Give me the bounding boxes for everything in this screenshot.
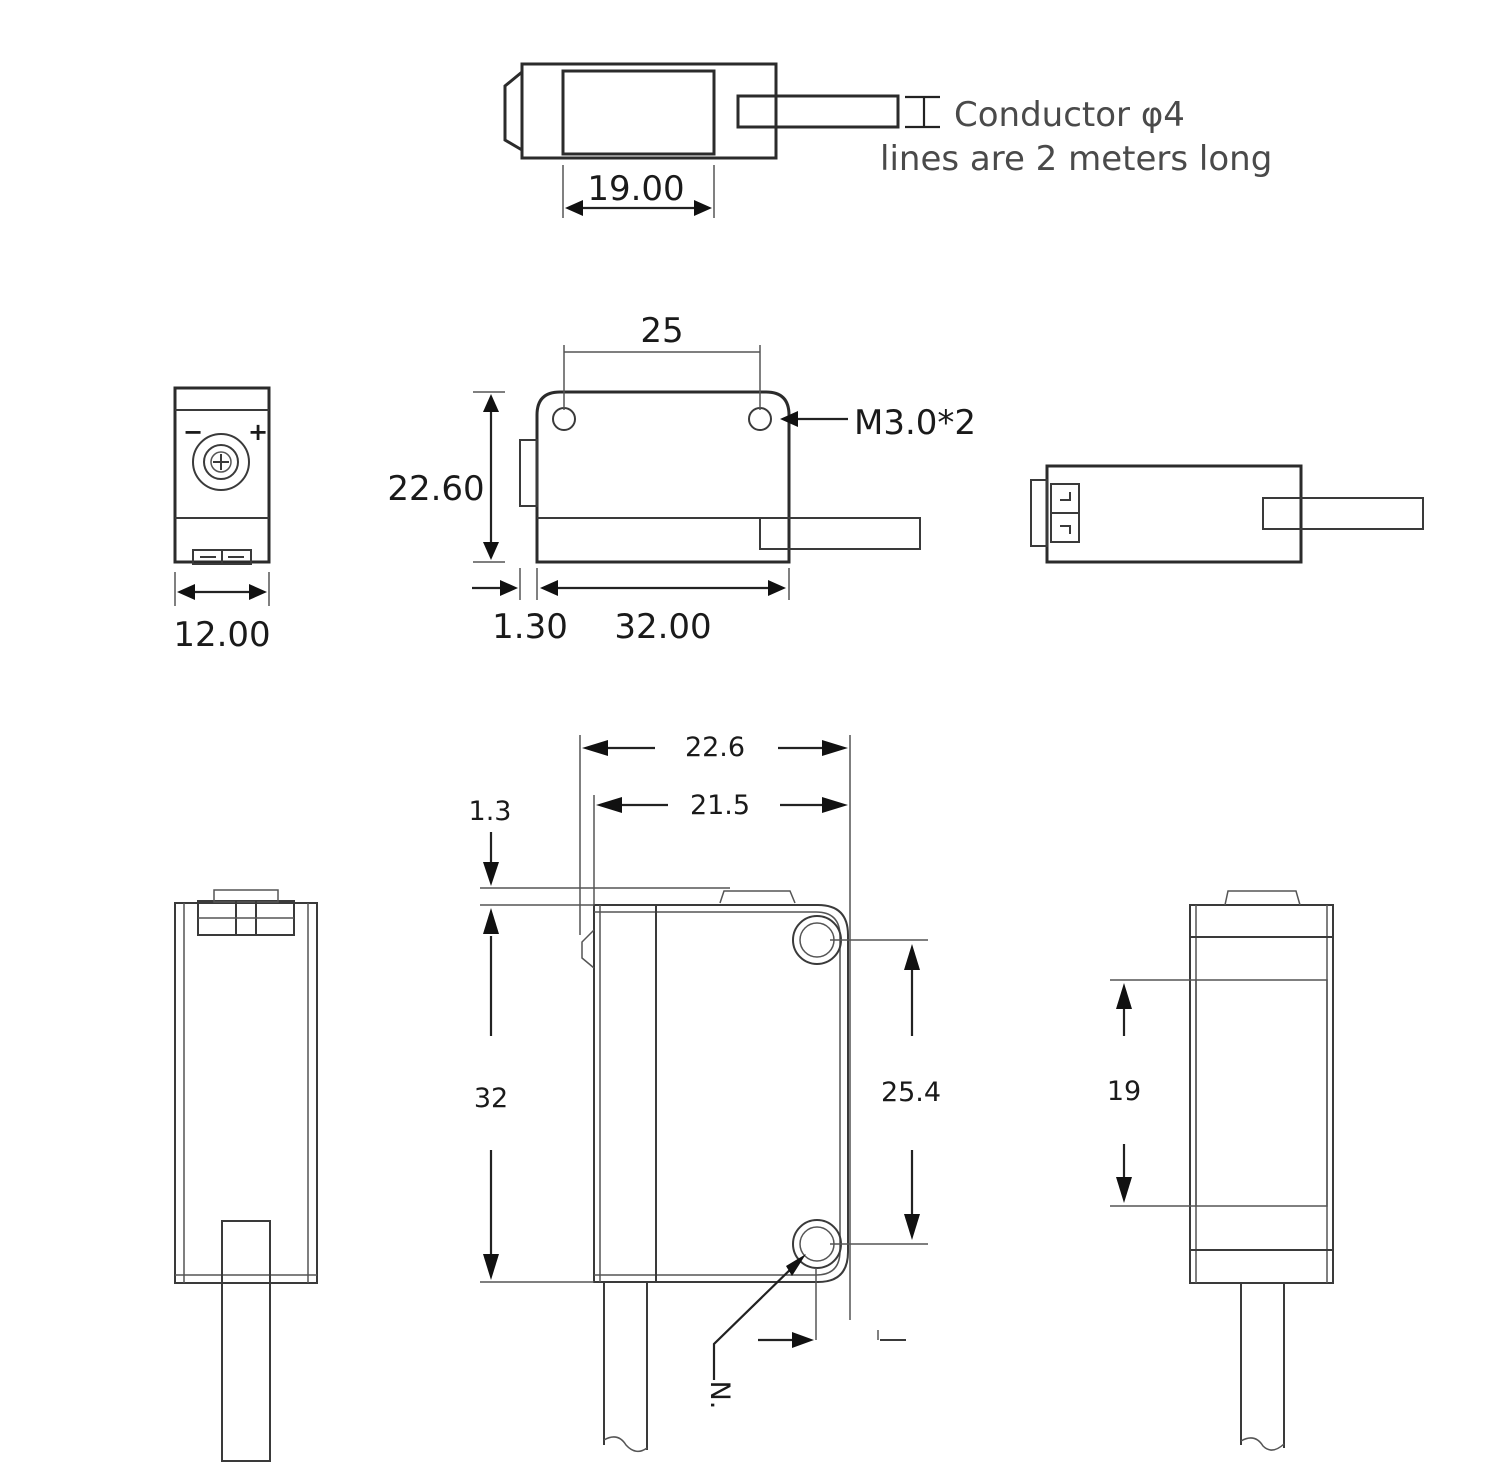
detail-hole-spacing-label: 25.4 — [881, 1077, 941, 1108]
detail-height-label: 32 — [474, 1083, 508, 1114]
mount-hole-left — [552, 407, 576, 431]
cable-note-line-1: Conductor φ4 — [954, 95, 1185, 135]
sensitivity-knob — [192, 433, 250, 491]
bottom-left-view — [174, 889, 318, 1462]
total-depth-label: 22.6 — [685, 732, 745, 763]
hole-spacing-label: 25 — [640, 311, 683, 351]
plus-sign: + — [248, 418, 268, 446]
bottom-right-view: 19 — [1107, 890, 1334, 1451]
front-width-label: 12.00 — [173, 615, 270, 655]
minus-sign: − — [183, 418, 203, 446]
body-depth-label: 21.5 — [690, 790, 750, 821]
mount-hole-right — [748, 407, 772, 431]
hole-callout-label: N. — [704, 1381, 735, 1410]
rear-view — [1030, 464, 1424, 564]
length-label: 32.00 — [614, 607, 711, 647]
front-view: − + 12.00 — [173, 386, 271, 655]
side-view: 25 M3.0*2 22.60 1.30 32.00 — [387, 311, 976, 647]
top-width-label: 19.00 — [587, 169, 684, 209]
bottom-center-view: 22.6 21.5 1.3 32 25.4 N. — [469, 732, 941, 1453]
height-label: 22.60 — [387, 469, 484, 509]
lens-offset-label: 1.30 — [492, 607, 568, 647]
window-area — [1195, 979, 1328, 1207]
lens-offset-detail-label: 1.3 — [469, 796, 512, 827]
window-height-label: 19 — [1107, 1076, 1141, 1107]
cable-note-line-2: lines are 2 meters long — [880, 139, 1272, 179]
hole-spec-label: M3.0*2 — [854, 403, 976, 443]
top-view: 19.00 Conductor φ4 lines are 2 meters lo… — [503, 62, 1272, 218]
